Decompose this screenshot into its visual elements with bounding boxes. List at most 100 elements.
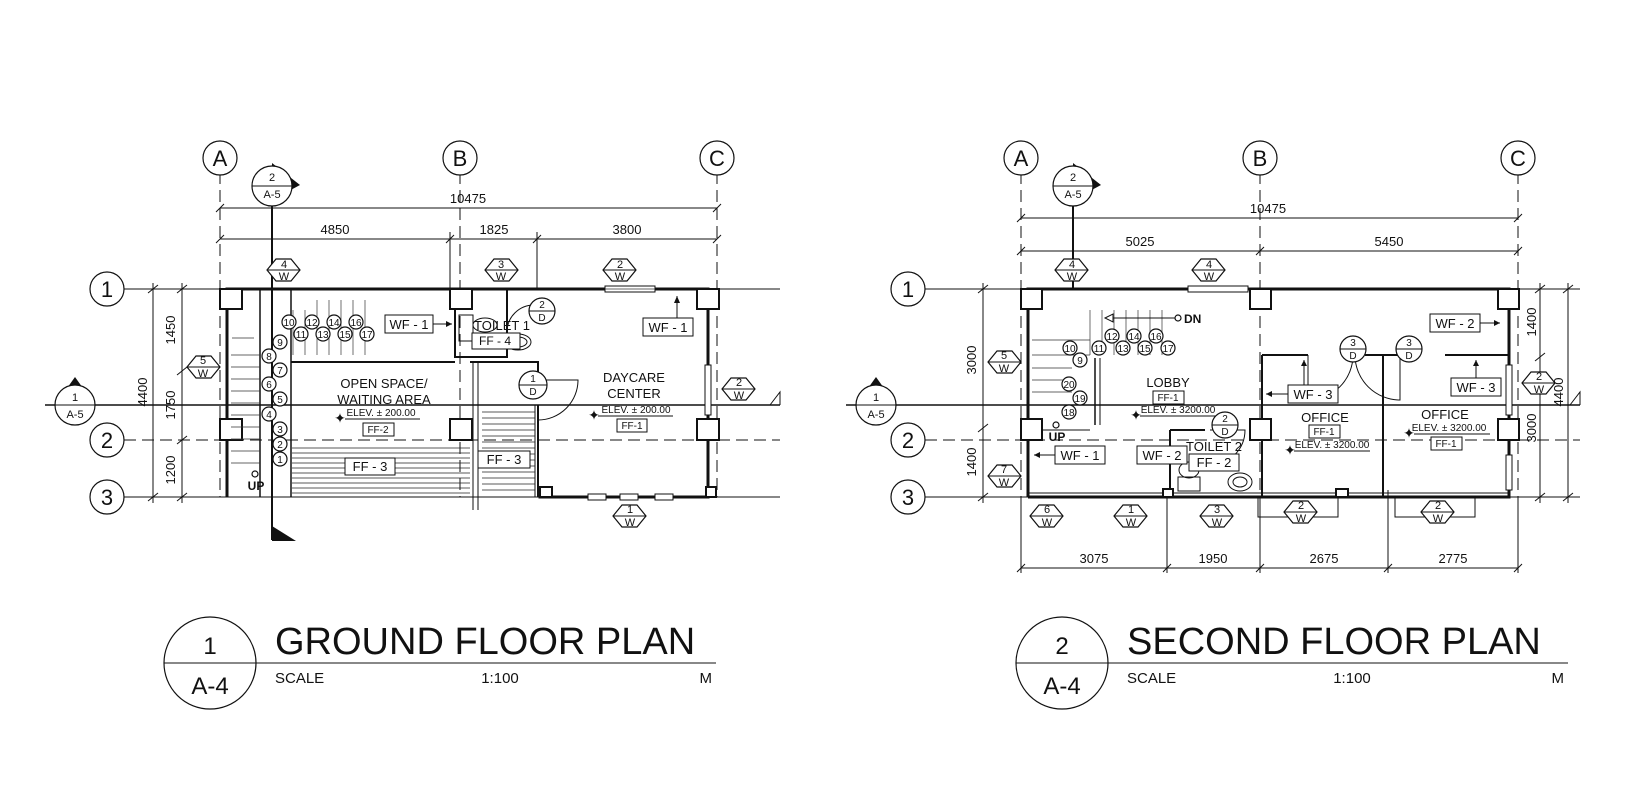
dim-total-top: 10475 [1250,201,1286,216]
room-office-b-ff: FF-1 [1435,439,1457,450]
room-toilet-ff: FF - 2 [1197,455,1232,470]
section-top-sheet: A-5 [263,189,280,201]
room-daycare-line2: CENTER [607,386,660,401]
door-tag-num: 2 [1222,414,1228,425]
left-dimensions: 3000 1400 [964,283,989,503]
grid-label-2: 2 [101,428,113,453]
grid-label-1: 1 [902,277,914,302]
stair-num: 10 [283,318,295,329]
grid-label-2: 2 [902,428,914,453]
grid-label-1: 1 [101,277,113,302]
stair-num: 14 [1128,332,1140,343]
ramp-label-a: FF - 3 [353,459,388,474]
dim-right-1: 1400 [1524,308,1539,337]
elev-mark-icon: ✦ [334,410,346,426]
stair-num: 9 [1077,356,1083,367]
window-tag-type: W [734,390,745,402]
room-lobby-label: LOBBY [1146,375,1190,390]
room-daycare-elev: ELEV. ± 200.00 [601,405,671,416]
room-office-b-elev: ELEV. ± 3200.00 [1412,423,1487,434]
window-tag-type: W [1204,271,1215,283]
grid-label-a: A [1014,146,1029,171]
window-tag-type: W [496,271,507,283]
title-block-ground: 1 A-4 GROUND FLOOR PLAN SCALE 1:100 M [163,616,716,710]
room-lobby-ff: FF-1 [1157,393,1179,404]
window-tag-num: 2 [1536,371,1542,383]
window-tag-num: 2 [736,377,742,389]
elev-mark-icon: ✦ [1130,407,1142,423]
title-number: 1 [203,633,216,660]
stair-num: 16 [350,318,362,329]
window-tag-num: 2 [617,259,623,271]
door-tag-type: D [1405,351,1412,362]
window-tag-num: 2 [1298,500,1304,512]
dim-top-1: 4850 [321,222,350,237]
grid-bubbles: A B C 1 2 3 [89,140,735,515]
doors: 1 D 2 D [506,297,579,421]
wall-finish-tag: WF - 1 [649,320,688,335]
ground-floor-plan: A B C 1 2 3 10475 4850 1825 3800 [45,140,781,710]
window-tag-num: 2 [1435,500,1441,512]
elev-mark-icon: ✦ [1403,425,1415,441]
grid-label-a: A [213,146,228,171]
stairs: UP [231,300,366,493]
window-tag-num: 6 [1044,504,1050,516]
dim-top-2: 1825 [480,222,509,237]
scale-value: 1:100 [1333,670,1371,687]
stair-num: 1 [277,455,283,466]
wall-finish-tag: WF - 1 [1061,448,1100,463]
room-office-a-label: OFFICE [1301,410,1349,425]
stair-num: 12 [306,318,318,329]
window-tag-num: 5 [1001,350,1007,362]
stair-up-label: UP [248,479,265,493]
wall-finish-tags: WF - 1 WF - 1 [384,296,694,337]
window-tag-type: W [625,517,636,529]
window-tag-type: W [1067,271,1078,283]
dim-top-2: 5450 [1375,234,1404,249]
left-dimensions: 1450 1750 1200 4400 [135,283,188,503]
stair-num: 6 [266,380,272,391]
window-tag-type: W [1042,517,1053,529]
door-tag-num: 3 [1350,338,1356,349]
stair-num: 15 [339,330,351,341]
window-tag-num: 4 [1069,259,1075,271]
room-labels: OPEN SPACE/ WAITING AREA ELEV. ± 200.00 … [334,318,673,437]
wall-finish-tag: WF - 1 [390,317,429,332]
stair-dn-label: DN [1184,312,1201,326]
window-tag-num: 4 [281,259,287,271]
stair-num: 5 [277,395,283,406]
window-tag-num: 5 [200,355,206,367]
stair-num: 4 [266,410,272,421]
window-tags: 4 W 3 W 2 W 5 W 2 W 1 W [186,258,756,529]
stair-num: 3 [277,425,283,436]
scale-label: SCALE [1127,670,1176,687]
window-tag-type: W [1126,517,1137,529]
room-open-space-line2: WAITING AREA [337,392,431,407]
doors: 3 D 3 D 2 D [1209,335,1423,466]
window-tag-num: 4 [1206,259,1212,271]
title-number: 2 [1055,633,1068,660]
room-open-space-elev: ELEV. ± 200.00 [346,408,416,419]
window-tag-type: W [279,271,290,283]
wall-finish-tag: WF - 3 [1294,387,1333,402]
door-tag-num: 3 [1406,338,1412,349]
window-tag-num: 1 [1128,504,1134,516]
bottom-dimensions: 3075 1950 2675 2775 [1016,490,1523,573]
wall-finish-tag: WF - 2 [1143,448,1182,463]
stair-num: 10 [1064,344,1076,355]
door-tag-type: D [538,313,545,324]
dim-left-1: 1450 [163,316,178,345]
section-left-sheet: A-5 [66,409,83,421]
room-office-a-ff: FF-1 [1313,427,1335,438]
wall-finish-tags: WF - 2 WF - 3 WF - 3 WF - 1 WF - 2 [1034,313,1502,465]
dim-right-total: 4400 [1551,378,1566,407]
room-toilet-ff: FF - 4 [479,334,511,348]
room-open-space-line1: OPEN SPACE/ [340,376,428,391]
dim-top-1: 5025 [1126,234,1155,249]
door-tag-num: 1 [530,374,536,385]
dim-left-3: 1200 [163,456,178,485]
section-marker-left: 1 A-5 [45,377,781,426]
stair-num: 18 [1063,408,1075,419]
grid-label-b: B [1253,146,1268,171]
page-title: SECOND FLOOR PLAN [1127,621,1541,663]
